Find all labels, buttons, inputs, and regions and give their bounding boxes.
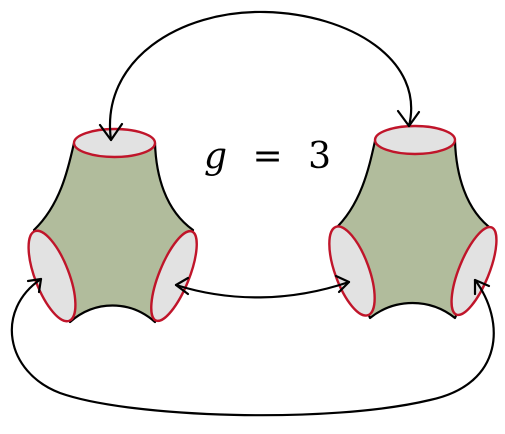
left-pants [27,127,198,324]
top-left-arrowhead [98,122,124,142]
right-pants [328,124,498,320]
genus-label: g = 3 [204,136,331,177]
middle-gluing-arrow [174,274,351,299]
bottom-gluing-arrow [10,277,495,417]
top-right-arrowhead [396,109,421,128]
right-pants-right-cuff [450,225,498,317]
left-pants-top-cuff [72,127,157,159]
left-pants-body [32,141,195,324]
equals-sign: = [253,136,283,177]
top-gluing-arrow [98,10,421,142]
bottom-right-arrowhead [473,278,491,296]
left-pants-right-cuff [150,229,198,323]
middle-left-arrowhead [174,276,190,296]
right-pants-body [332,139,495,320]
genus-value: 3 [308,136,331,177]
right-pants-top-cuff [373,124,457,156]
genus-symbol: g [204,136,227,177]
bottom-left-arrowhead [26,277,43,294]
middle-right-arrowhead [334,274,351,294]
